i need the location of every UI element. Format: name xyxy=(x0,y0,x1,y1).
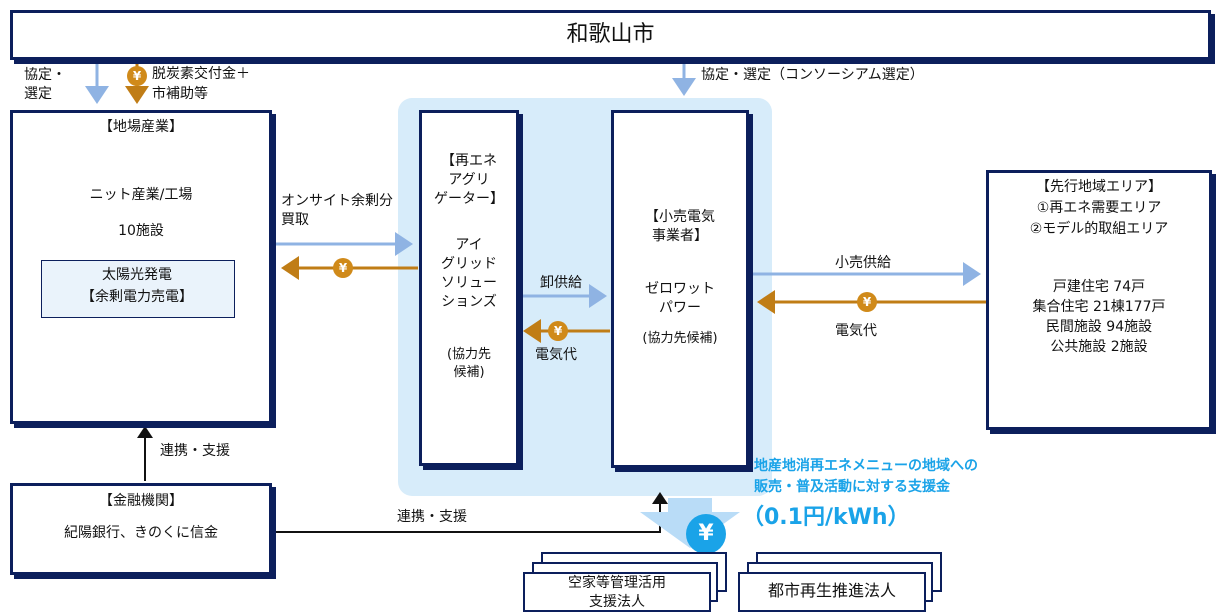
area-row3: 民間施設 94施設 xyxy=(1045,319,1153,335)
finance-name: 紀陽銀行、きのくに信金 xyxy=(64,525,218,541)
area-row1: 戸建住宅 74戸 xyxy=(1052,279,1146,295)
urban-renewal-corp xyxy=(738,572,926,612)
support-amount: （0.1円/kWh） xyxy=(742,505,910,530)
cooperation-label-vertical: 連携・支援 xyxy=(160,443,230,459)
area-box xyxy=(986,170,1212,430)
finance-box xyxy=(10,483,272,575)
fee-label-mid: 電気代 xyxy=(535,347,577,363)
yen-coin-industry: ¥ xyxy=(333,258,353,278)
subsidy-label-line2: 市補助等 xyxy=(152,86,208,102)
aggregator-name: アイ グリッド ソリュー ションズ xyxy=(441,237,497,310)
solar-line2: 【余剰電力売電】 xyxy=(81,289,193,305)
yen-coin-support: ¥ xyxy=(686,514,726,554)
retailer-name: ゼロワット パワー xyxy=(645,281,715,316)
area-item2: ②モデル的取組エリア xyxy=(1029,221,1169,237)
urban-renewal-label: 都市再生推進法人 xyxy=(767,581,896,600)
support-headline-line2: 販売・普及活動に対する支援金 xyxy=(754,479,950,495)
vacant-house-corp xyxy=(523,572,711,612)
yen-coin-right: ¥ xyxy=(857,292,877,312)
area-item1: ①再エネ需要エリア xyxy=(1036,200,1162,216)
retailer-box xyxy=(611,110,749,468)
solar-line1: 太陽光発電 xyxy=(102,267,172,283)
wholesale-label: 卸供給 xyxy=(540,275,582,291)
local-industry-count: 10施設 xyxy=(118,223,164,239)
retail-supply-label: 小売供給 xyxy=(835,255,891,271)
subsidy-label-line1: 脱炭素交付金＋ xyxy=(152,66,250,82)
city-header xyxy=(10,10,1211,60)
cooperation-label-horizontal: 連携・支援 xyxy=(397,509,467,525)
retailer-title: 【小売電気 事業者】 xyxy=(645,209,715,244)
city-name: 和歌山市 xyxy=(566,22,655,47)
local-industry-name: ニット産業/工場 xyxy=(89,187,193,203)
agreement-consortium-label: 協定・選定（コンソーシアム選定） xyxy=(701,67,924,83)
solar-box xyxy=(41,260,235,318)
support-headline-line1: 地産地消再エネメニューの地域への xyxy=(754,458,978,474)
fee-label-right: 電気代 xyxy=(835,323,877,339)
cooperation-arrow-horizontal xyxy=(272,492,668,533)
aggregator-title: 【再エネ アグリ ゲーター】 xyxy=(434,153,504,207)
finance-title: 【金融機関】 xyxy=(99,493,183,509)
local-industry-title: 【地場産業】 xyxy=(99,119,183,135)
onsite-surplus-label: オンサイト余剰分 買取 xyxy=(281,193,393,228)
retailer-note: (協力先候補) xyxy=(642,331,718,346)
aggregator-box xyxy=(419,110,519,466)
yen-coin-subsidy: ¥ xyxy=(127,66,147,86)
agreement-left-label: 協定・ 選定 xyxy=(24,67,66,102)
yen-coin-mid: ¥ xyxy=(548,321,568,341)
area-row2: 集合住宅 21棟177戸 xyxy=(1032,299,1166,315)
vacant-house-line2: 支援法人 xyxy=(589,594,645,610)
vacant-house-line1: 空家等管理活用 xyxy=(568,575,666,591)
aggregator-note: (協力先 候補) xyxy=(446,347,492,380)
area-row4: 公共施設 2施設 xyxy=(1050,339,1148,355)
area-title: 【先行地域エリア】 xyxy=(1036,179,1162,195)
